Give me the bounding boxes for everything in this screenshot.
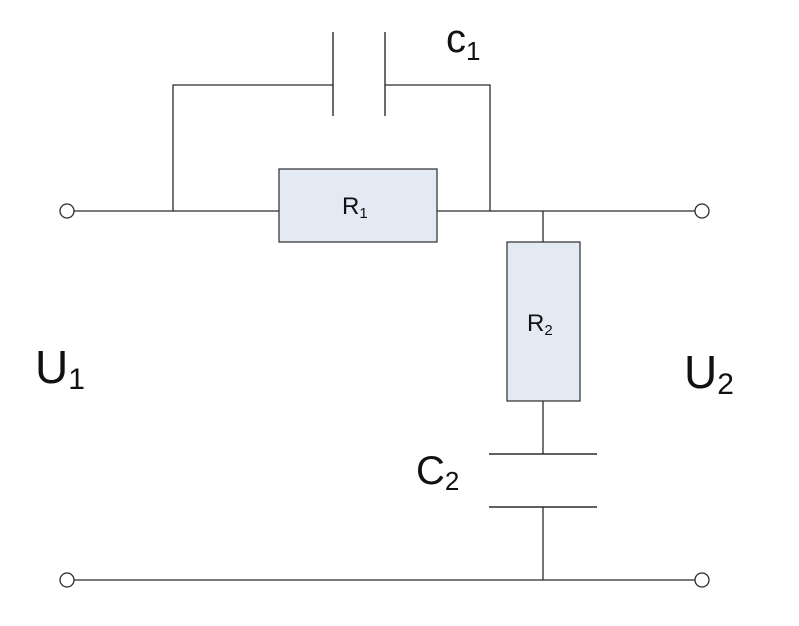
label-c1: c1	[446, 17, 480, 66]
c1-bypass-loop	[172, 32, 491, 211]
label-c2-symbol: C	[416, 449, 445, 493]
label-r1: R1	[342, 193, 368, 222]
label-u1: U1	[35, 341, 85, 396]
wire-c1-right	[385, 84, 491, 211]
terminals	[59, 203, 710, 588]
terminal-input-top	[59, 203, 75, 219]
label-u2-symbol: U	[684, 346, 717, 398]
terminal-input-bottom	[59, 572, 75, 588]
label-r2-index: 2	[544, 322, 552, 339]
label-u1-symbol: U	[35, 341, 68, 393]
label-c1-symbol: c	[446, 17, 466, 61]
label-r2-symbol: R	[527, 310, 544, 337]
label-c2: C2	[416, 449, 459, 496]
shunt-branch	[489, 211, 597, 580]
label-c2-index: 2	[445, 466, 459, 496]
label-r1-symbol: R	[342, 193, 359, 220]
label-u1-index: 1	[68, 363, 85, 396]
resistor-r1	[278, 168, 438, 243]
terminal-output-top	[694, 203, 710, 219]
label-c1-index: 1	[466, 36, 480, 66]
label-r1-index: 1	[359, 205, 367, 222]
label-r2: R2	[527, 310, 553, 339]
label-u2: U2	[684, 346, 734, 401]
wire-c1-left	[172, 84, 333, 211]
label-u2-index: 2	[717, 368, 734, 401]
resistor-r2	[506, 241, 581, 402]
terminal-output-bottom	[694, 572, 710, 588]
